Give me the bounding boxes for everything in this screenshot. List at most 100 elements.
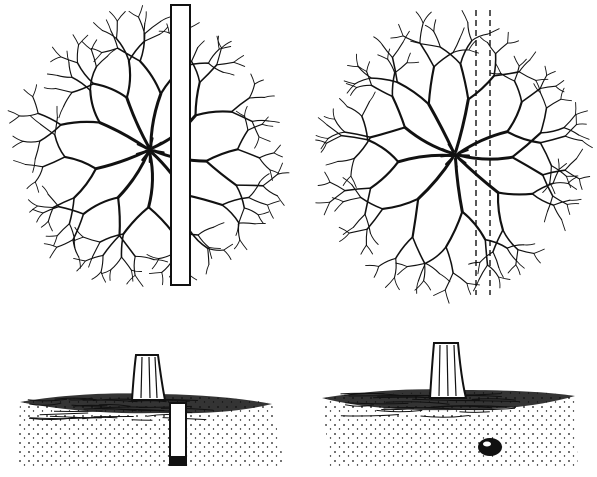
root-branch bbox=[255, 137, 259, 148]
root-branch bbox=[238, 130, 248, 149]
root-branch bbox=[564, 115, 576, 128]
root-branch bbox=[277, 196, 284, 206]
root-branch bbox=[576, 149, 582, 159]
root-branch bbox=[206, 149, 238, 161]
root-branch bbox=[206, 161, 236, 185]
root-branch bbox=[79, 257, 81, 268]
root-branch bbox=[396, 263, 408, 267]
root-branch bbox=[446, 247, 453, 273]
root-branch bbox=[564, 128, 579, 135]
root-system-left bbox=[8, 6, 289, 287]
root-branch bbox=[567, 204, 579, 205]
root-branch bbox=[420, 43, 434, 67]
root-branch bbox=[424, 263, 439, 274]
root-branch bbox=[335, 119, 345, 132]
root-branch bbox=[140, 61, 161, 94]
root-branch bbox=[553, 183, 568, 184]
root-branch bbox=[407, 263, 425, 266]
root-branch bbox=[397, 82, 429, 104]
root-branch bbox=[190, 231, 208, 249]
root-branch bbox=[434, 290, 446, 296]
root-branch bbox=[274, 153, 283, 157]
root-branch bbox=[110, 12, 118, 22]
root-branch bbox=[496, 63, 501, 73]
root-branch bbox=[488, 265, 499, 277]
root-branch bbox=[541, 108, 547, 133]
root-branch bbox=[481, 37, 488, 42]
root-branch bbox=[540, 143, 551, 166]
root-branch bbox=[264, 96, 274, 97]
root-branch bbox=[343, 227, 353, 234]
root-branch bbox=[35, 167, 43, 182]
root-branch bbox=[413, 237, 425, 263]
open-trench-slot bbox=[170, 403, 186, 465]
root-branch bbox=[40, 125, 61, 141]
root-branch bbox=[234, 240, 239, 249]
root-branch bbox=[75, 241, 76, 252]
root-branch bbox=[144, 34, 160, 41]
root-branch bbox=[461, 64, 469, 99]
root-branch bbox=[13, 141, 24, 147]
root-branch bbox=[518, 250, 534, 254]
root-branch bbox=[385, 278, 394, 288]
root-branch bbox=[258, 212, 269, 215]
root-branch bbox=[395, 258, 397, 277]
root-plan-with-board bbox=[8, 5, 289, 286]
root-branch bbox=[69, 224, 74, 241]
root-branch bbox=[122, 257, 132, 270]
root-branch bbox=[562, 220, 566, 231]
root-branch bbox=[532, 194, 553, 205]
root-branch bbox=[398, 267, 408, 275]
root-branch bbox=[499, 268, 504, 278]
trench-bottom-fill bbox=[171, 456, 185, 466]
root-branch bbox=[407, 62, 419, 63]
root-branch bbox=[53, 198, 74, 208]
root-branch bbox=[540, 86, 556, 88]
root-branch bbox=[558, 159, 559, 170]
root-branch bbox=[41, 221, 48, 227]
root-branch bbox=[196, 82, 200, 115]
root-branch bbox=[365, 214, 370, 233]
root-branch bbox=[232, 112, 253, 122]
root-branch bbox=[425, 25, 434, 31]
root-branch bbox=[434, 32, 441, 47]
root-branch bbox=[540, 136, 565, 143]
root-branch bbox=[536, 79, 548, 80]
root-branch bbox=[485, 240, 487, 265]
root-branch bbox=[145, 12, 146, 24]
root-branch bbox=[37, 213, 44, 222]
root-branch bbox=[415, 281, 424, 290]
root-branch bbox=[93, 242, 101, 257]
root-branch bbox=[214, 223, 224, 228]
root-branch bbox=[31, 116, 41, 124]
root-branch bbox=[208, 248, 209, 264]
root-branch bbox=[392, 73, 394, 97]
root-branch bbox=[392, 96, 405, 127]
root-branch bbox=[425, 247, 446, 263]
root-branch bbox=[274, 145, 281, 153]
root-branch bbox=[232, 98, 250, 112]
root-branch bbox=[498, 193, 503, 230]
root-branch bbox=[429, 67, 434, 104]
root-branch bbox=[140, 34, 145, 61]
root-branch bbox=[51, 57, 61, 62]
root-branch bbox=[371, 127, 405, 137]
root-branch bbox=[494, 54, 496, 76]
root-branch bbox=[343, 198, 360, 202]
root-branch bbox=[349, 229, 367, 233]
root-branch bbox=[469, 50, 479, 53]
root-branch bbox=[65, 157, 96, 169]
root-branch bbox=[340, 99, 348, 107]
root-branch bbox=[355, 78, 372, 84]
root-branch bbox=[547, 99, 561, 108]
root-branch bbox=[192, 61, 200, 82]
root-branch bbox=[561, 99, 572, 101]
root-branch bbox=[217, 62, 234, 65]
root-branch bbox=[91, 49, 102, 53]
root-branch bbox=[361, 245, 367, 254]
root-branch bbox=[530, 52, 536, 60]
root-branch bbox=[160, 27, 168, 34]
root-branch bbox=[127, 61, 130, 98]
root-branch bbox=[325, 172, 330, 182]
